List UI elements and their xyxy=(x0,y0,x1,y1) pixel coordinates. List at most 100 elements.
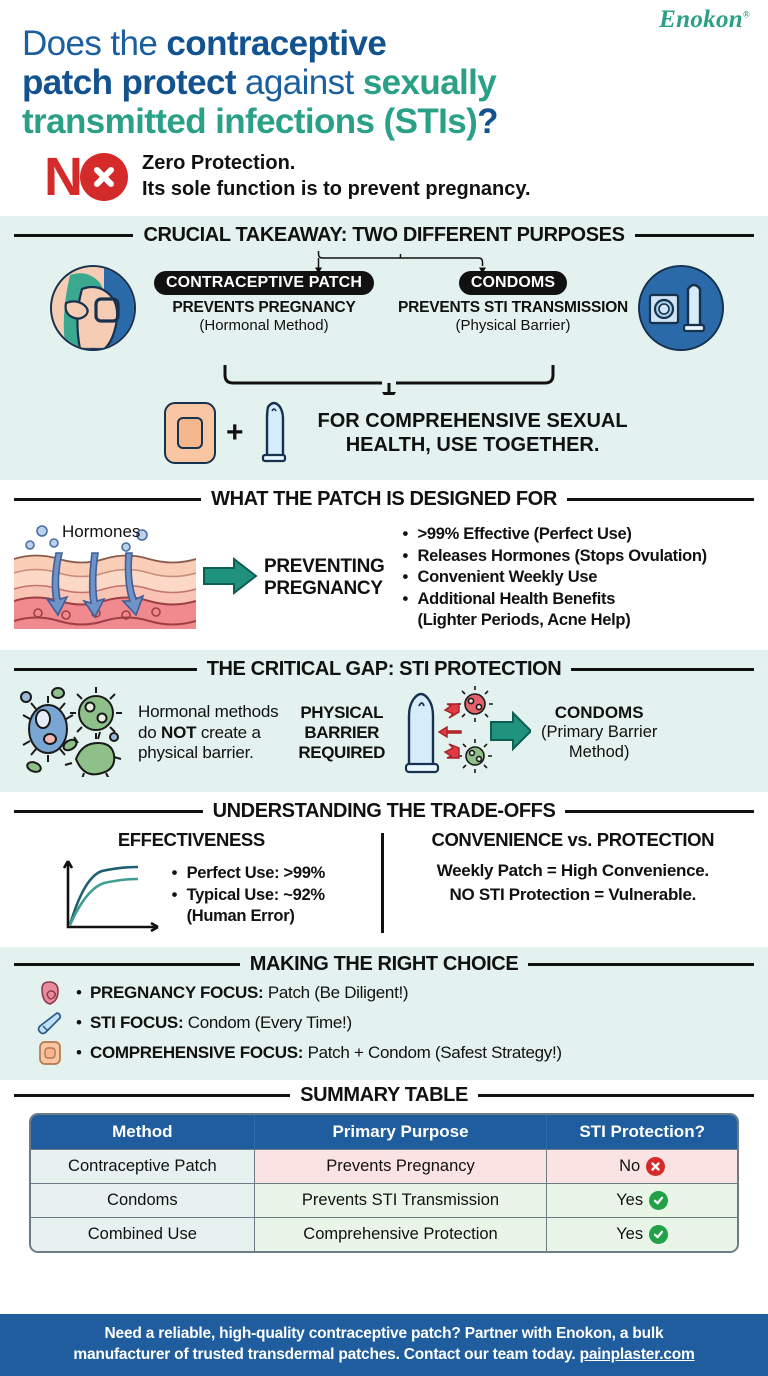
condoms-sub-2: Method) xyxy=(568,743,630,762)
barrier-line-1: PHYSICAL xyxy=(300,703,384,723)
cell-method: Combined Use xyxy=(31,1216,255,1251)
section-patch-designed-for: WHAT THE PATCH IS DESIGNED FOR Hormones xyxy=(0,479,768,650)
section3-body: Hormonal methods do NOT create a physica… xyxy=(14,681,754,782)
svg-text:Hormones: Hormones xyxy=(62,522,140,541)
patch-on-arm-icon xyxy=(50,264,136,351)
flow-connector-bottom xyxy=(223,364,555,395)
column-header-method: Method xyxy=(31,1114,255,1149)
effectiveness-line-chart xyxy=(62,859,159,932)
choice-text: COMPREHENSIVE FOCUS: Patch + Condom (Saf… xyxy=(76,1043,562,1063)
headline-part-1: Does the xyxy=(22,24,167,63)
table-head: Method Primary Purpose STI Protection? xyxy=(31,1114,737,1149)
headline-part-7: ? xyxy=(477,102,498,142)
patch-purpose: PREVENTS PREGNANCY xyxy=(172,298,356,316)
choice-rest: Patch (Be Diligent!) xyxy=(263,982,409,1002)
check-badge xyxy=(649,1224,669,1244)
effectiveness-panel: EFFECTIVENESS Perfect Use: >99% Typical … xyxy=(14,829,377,937)
bacteria-cluster-icon xyxy=(14,685,132,782)
answer-row: NO Zero Protection. Its sole function is… xyxy=(44,150,750,204)
section2-title: WHAT THE PATCH IS DESIGNED FOR xyxy=(211,487,557,510)
effectiveness-chart-row: Perfect Use: >99% Typical Use: ~92% (Hum… xyxy=(14,855,369,937)
choice-row-sti: STI FOCUS: Condom (Every Time!) xyxy=(36,1010,754,1036)
website-link[interactable]: painplaster.com xyxy=(579,1345,695,1363)
column-header-protection: STI Protection? xyxy=(547,1114,737,1149)
protection-text: Yes xyxy=(616,1190,644,1209)
summary-table: Method Primary Purpose STI Protection? C… xyxy=(29,1112,739,1253)
cell-protection: No xyxy=(547,1148,737,1183)
cell-protection: Yes xyxy=(547,1216,737,1251)
preventing-line-1: PREVENTING xyxy=(264,556,385,578)
section-critical-gap: THE CRITICAL GAP: STI PROTECTION xyxy=(0,649,768,792)
list-item: Convenient Weekly Use xyxy=(403,567,707,589)
headline-part-3: patch protect xyxy=(22,63,236,103)
condom-pill-label: CONDOMS xyxy=(458,270,568,295)
protection-value: No xyxy=(551,1156,733,1176)
rule-left xyxy=(14,497,202,501)
combo-line-2: HEALTH, USE TOGETHER. xyxy=(345,434,600,457)
table-header-row: Method Primary Purpose STI Protection? xyxy=(31,1114,737,1149)
section1-left-column: CONTRACEPTIVE PATCH PREVENTS PREGNANCY (… xyxy=(134,270,394,334)
cell-protection: Yes xyxy=(547,1182,737,1217)
section4-title-row: UNDERSTANDING THE TRADE-OFFS xyxy=(14,800,754,823)
convenience-panel: CONVENIENCE vs. PROTECTION Weekly Patch … xyxy=(392,829,754,937)
cell-method: Contraceptive Patch xyxy=(31,1148,255,1183)
effectiveness-heading: EFFECTIVENESS xyxy=(117,828,265,850)
section5-title-row: MAKING THE RIGHT CHOICE xyxy=(14,953,755,976)
list-item: Releases Hormones (Stops Ovulation) xyxy=(403,546,708,568)
choice-bold: PREGNANCY FOCUS: xyxy=(90,982,264,1002)
list-item: >99% Effective (Perfect Use) xyxy=(403,524,707,546)
section4-body: EFFECTIVENESS Perfect Use: >99% Typical … xyxy=(14,823,754,937)
headline-part-6: transmitted infections (STIs) xyxy=(22,102,478,142)
left-line-3: physical barrier. xyxy=(138,743,254,763)
barrier-line-3: REQUIRED xyxy=(298,742,385,762)
arrow-right-icon xyxy=(202,556,258,601)
check-badge xyxy=(649,1190,669,1210)
table-row: Contraceptive Patch Prevents Pregnancy N… xyxy=(31,1148,737,1183)
left-line-2-pre: do xyxy=(138,722,162,742)
answer-line-2: Its sole function is to prevent pregnanc… xyxy=(142,177,531,200)
flow-connector-bottom-wrap xyxy=(14,364,754,395)
table-body: Contraceptive Patch Prevents Pregnancy N… xyxy=(31,1148,737,1251)
rule-left xyxy=(14,667,197,671)
uterus-icon xyxy=(36,980,64,1006)
left-line-2-bold: NOT xyxy=(161,722,197,742)
list-item-sub: (Lighter Periods, Acne Help) xyxy=(417,611,631,630)
hero-section: Does the contraceptive patch protect aga… xyxy=(0,0,768,204)
footer-line-1: Need a reliable, high-quality contracept… xyxy=(104,1324,664,1342)
vertical-divider xyxy=(380,832,384,933)
table-row: Condoms Prevents STI Transmission Yes xyxy=(31,1182,737,1217)
section2-bullet-list: >99% Effective (Perfect Use) Releases Ho… xyxy=(403,524,708,631)
rule-left xyxy=(14,233,134,237)
section1-title-row: CRUCIAL TAKEAWAY: TWO DIFFERENT PURPOSES xyxy=(14,224,754,247)
column-header-purpose: Primary Purpose xyxy=(254,1114,548,1149)
list-item: Perfect Use: >99% xyxy=(172,863,326,885)
condom-method: (Physical Barrier) xyxy=(455,316,571,334)
protection-value: Yes xyxy=(551,1224,733,1244)
section-crucial-takeaway: CRUCIAL TAKEAWAY: TWO DIFFERENT PURPOSES xyxy=(0,215,768,480)
x-badge xyxy=(646,1156,666,1176)
section3-title: THE CRITICAL GAP: STI PROTECTION xyxy=(206,657,562,680)
section1-combo-row: + FOR COMPREHENSIVE SEXUAL HEALTH, USE T… xyxy=(14,395,754,470)
condom-pack-icon xyxy=(638,264,724,351)
red-x-circle-icon xyxy=(80,152,128,201)
cell-purpose: Prevents Pregnancy xyxy=(254,1148,548,1183)
rule-left xyxy=(14,1093,291,1097)
section3-title-row: THE CRITICAL GAP: STI PROTECTION xyxy=(14,658,754,681)
patch-icon xyxy=(36,1040,64,1066)
protection-text: Yes xyxy=(616,1224,644,1243)
list-item-sub: (Human Error) xyxy=(186,907,295,926)
section1-right-column: CONDOMS PREVENTS STI TRANSMISSION (Physi… xyxy=(382,270,644,334)
answer-line-1: Zero Protection. xyxy=(142,151,296,174)
section2-body: Hormones xyxy=(13,511,754,640)
plus-symbol: + xyxy=(226,416,244,450)
section-trade-offs: UNDERSTANDING THE TRADE-OFFS EFFECTIVENE… xyxy=(0,791,768,947)
section3-right-text: CONDOMS (Primary Barrier Method) xyxy=(541,703,657,763)
list-item: Additional Health Benefits xyxy=(403,589,707,611)
section1-two-columns: CONTRACEPTIVE PATCH PREVENTS PREGNANCY (… xyxy=(14,250,754,371)
section4-title: UNDERSTANDING THE TRADE-OFFS xyxy=(212,799,556,822)
convenience-heading: CONVENIENCE vs. PROTECTION xyxy=(431,828,715,850)
combo-text: FOR COMPREHENSIVE SEXUAL HEALTH, USE TOG… xyxy=(318,409,628,457)
list-item: Typical Use: ~92% xyxy=(172,885,325,907)
section6-title: SUMMARY TABLE xyxy=(300,1083,468,1106)
